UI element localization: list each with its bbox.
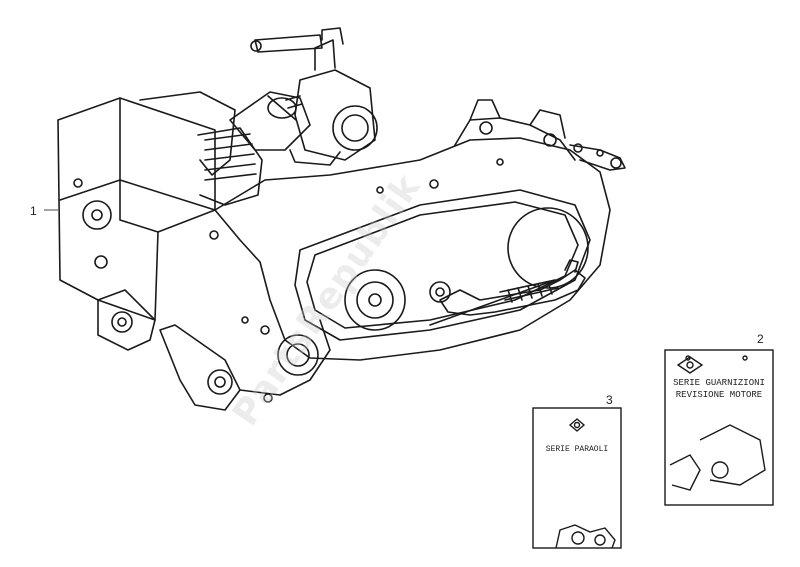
lower-mount (97, 289, 331, 411)
callout-oil-seal-set: 3 (606, 393, 613, 407)
cylinder-head (139, 91, 263, 206)
kickstart-lever (429, 259, 586, 316)
carburettor (250, 27, 378, 166)
rear-mount (454, 99, 626, 171)
callout-engine: 1 (30, 204, 37, 218)
gasket-set-label-line2: REVISIONE MOTORE (675, 390, 763, 401)
studs (209, 143, 604, 335)
gasket-set-label-line1: SERIE GUARNIZIONI (673, 378, 765, 388)
callout-gasket-set: 2 (757, 332, 764, 346)
gasket-set-packet (664, 349, 774, 506)
oil-seal-set-label: SERIE PARAOLI (545, 445, 609, 454)
intake-manifold (229, 91, 311, 151)
oil-seal-set-packet (532, 407, 622, 549)
cooling-shroud (57, 97, 216, 321)
transmission-cover (214, 137, 611, 361)
gasket-set-label: SERIE GUARNIZIONI REVISIONE MOTORE (665, 377, 773, 401)
